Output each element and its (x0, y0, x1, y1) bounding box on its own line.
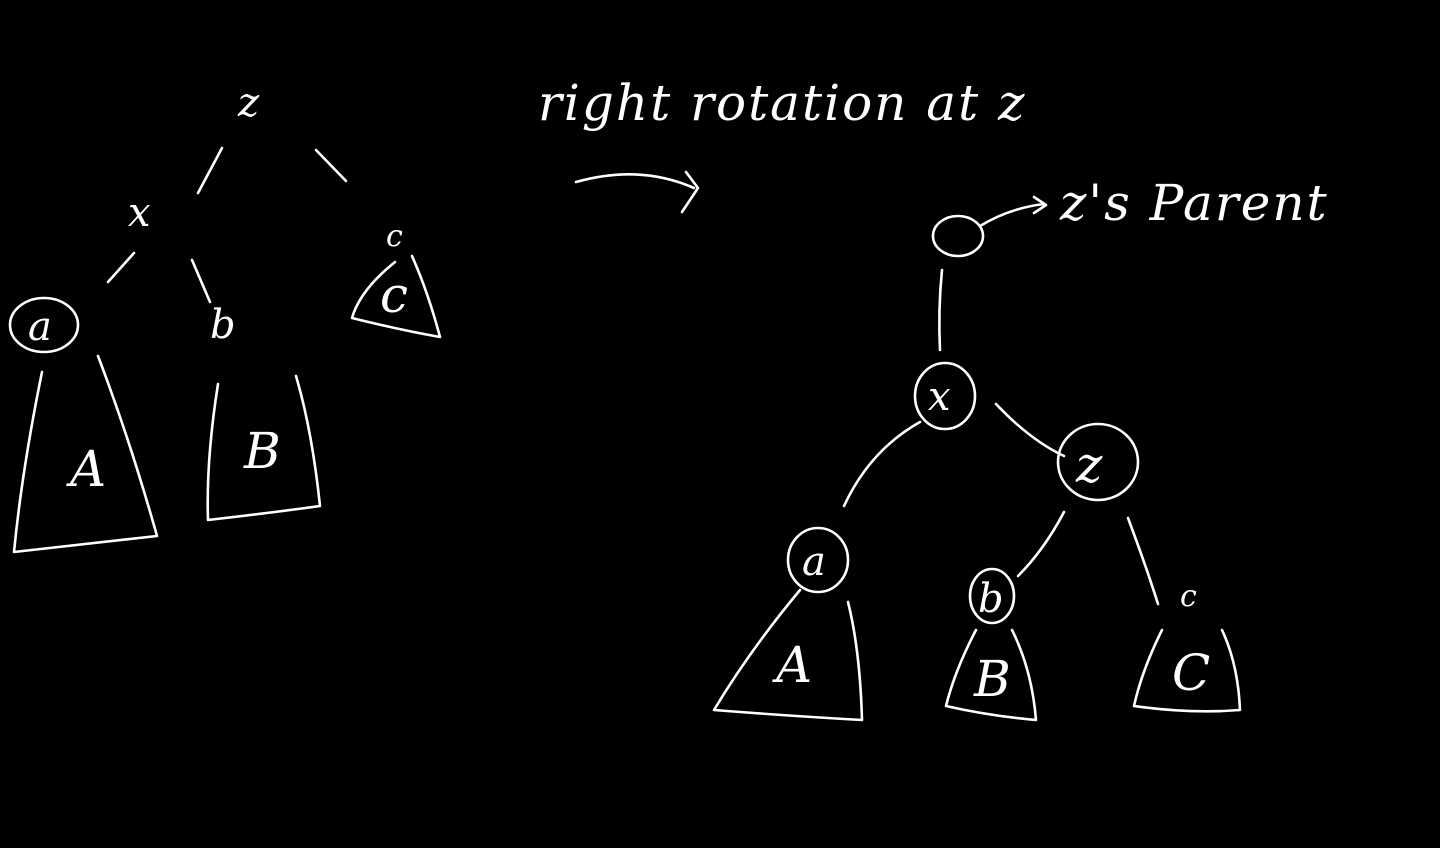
after-subtree-b (944, 628, 1038, 722)
edge-x-a-after (842, 420, 922, 508)
edge-z-b-after (1016, 510, 1066, 578)
after-subtree-a (712, 588, 864, 722)
before-A-label: A (66, 440, 106, 498)
before-c-node-label: c (380, 266, 408, 324)
after-b-label: b (978, 576, 1004, 622)
parent-node (931, 214, 985, 258)
after-A-label: A (772, 636, 812, 694)
before-tree: z x c a b c A B (8, 80, 442, 554)
before-subtree-c (350, 254, 442, 339)
curved-right-arrow-icon (574, 170, 700, 214)
after-B-label: B (973, 650, 1011, 708)
after-node-b (968, 567, 1016, 625)
after-c-label: c (1180, 579, 1197, 614)
parent-note: z's Parent (931, 174, 1329, 352)
after-a-label: a (802, 539, 826, 585)
edge-z-c-after (1126, 516, 1160, 606)
caption-text: right rotation at z (538, 74, 1026, 132)
edge-z-c (314, 148, 348, 183)
before-root-label: z (237, 80, 260, 126)
before-b-label: b (210, 302, 236, 348)
before-subtree-b (206, 374, 322, 522)
before-B-label: B (243, 422, 281, 480)
edge-x-z-after (994, 402, 1066, 458)
edge-z-x (196, 146, 224, 195)
after-x-label: x (928, 374, 951, 420)
before-c-label: c (386, 219, 403, 254)
edge-parent-x (938, 268, 944, 352)
after-C-label: C (1172, 644, 1210, 702)
edge-x-a (106, 251, 136, 284)
after-node-z (1056, 422, 1140, 502)
after-z-label: z (1075, 436, 1103, 494)
pointer-arrow-icon (978, 195, 1048, 228)
before-a-label: a (28, 304, 52, 350)
after-tree: x z a b c A B C (712, 361, 1242, 722)
parent-note-text: z's Parent (1059, 174, 1329, 232)
before-x-label: x (128, 190, 151, 236)
before-subtree-a (12, 354, 159, 554)
after-node-a (786, 526, 850, 594)
after-node-x (913, 361, 977, 431)
rotation-caption: right rotation at z (538, 74, 1026, 214)
edge-x-b (190, 258, 212, 304)
after-subtree-c (1132, 628, 1242, 713)
before-node-a (8, 296, 80, 354)
